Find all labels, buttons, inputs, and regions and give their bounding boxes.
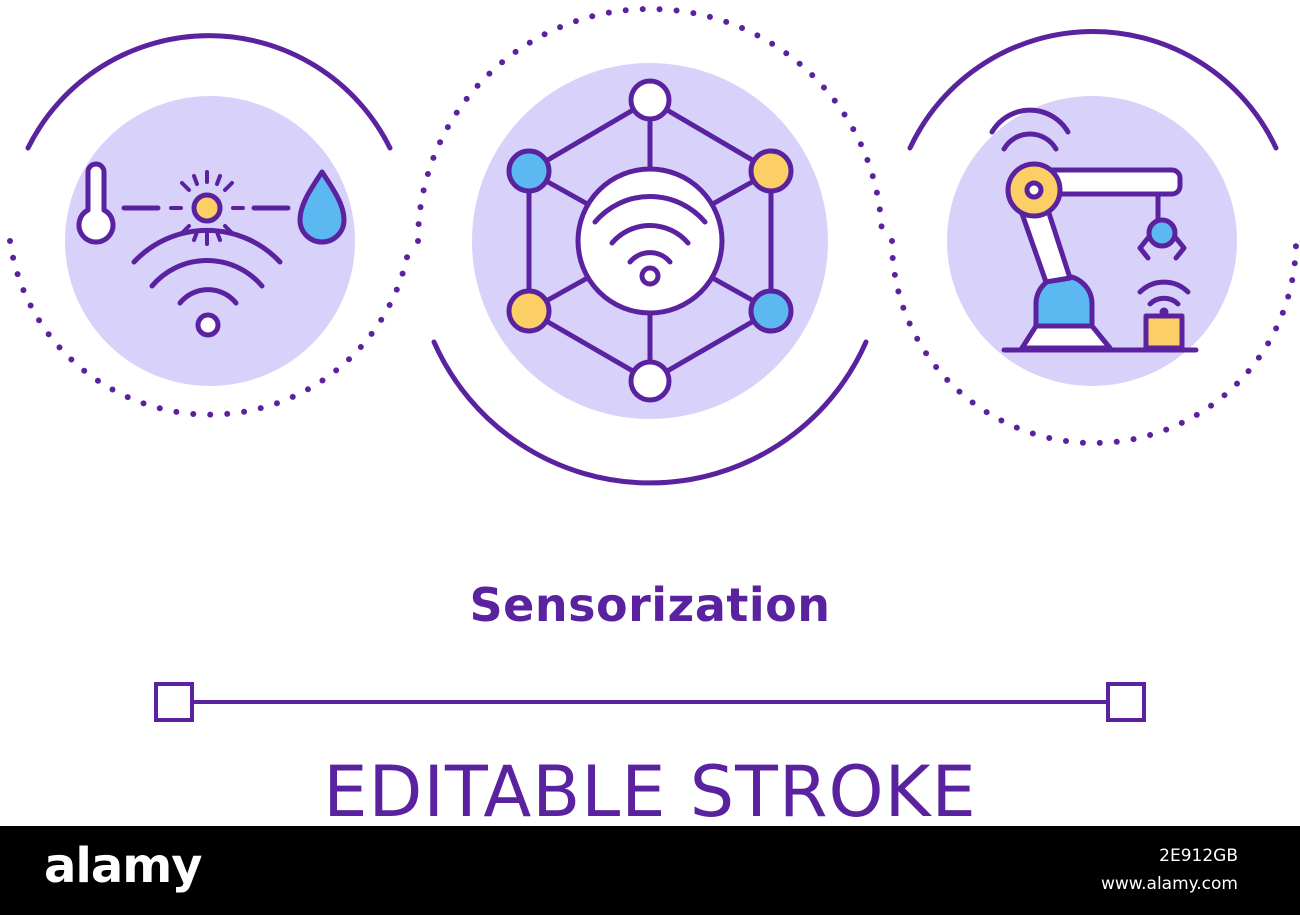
footer-url: www.alamy.com: [1100, 874, 1238, 894]
page-title: Sensorization: [469, 578, 831, 632]
weather-sensor-icon: [7, 33, 413, 418]
footer-logo: alamy: [44, 838, 203, 894]
concept-illustration: [7, 6, 1299, 722]
network-wifi-icon: [415, 6, 885, 486]
stroke-handle-left: [154, 682, 194, 722]
stroke-handle-right: [1106, 682, 1146, 722]
stroke-guide: [154, 682, 1146, 722]
footer-bar: alamy 2E912GB www.alamy.com: [0, 826, 1300, 915]
image-id: 2E912GB: [1159, 846, 1238, 866]
robot-arm-icon: [889, 29, 1299, 446]
editable-stroke-label: EDITABLE STROKE: [323, 752, 977, 826]
